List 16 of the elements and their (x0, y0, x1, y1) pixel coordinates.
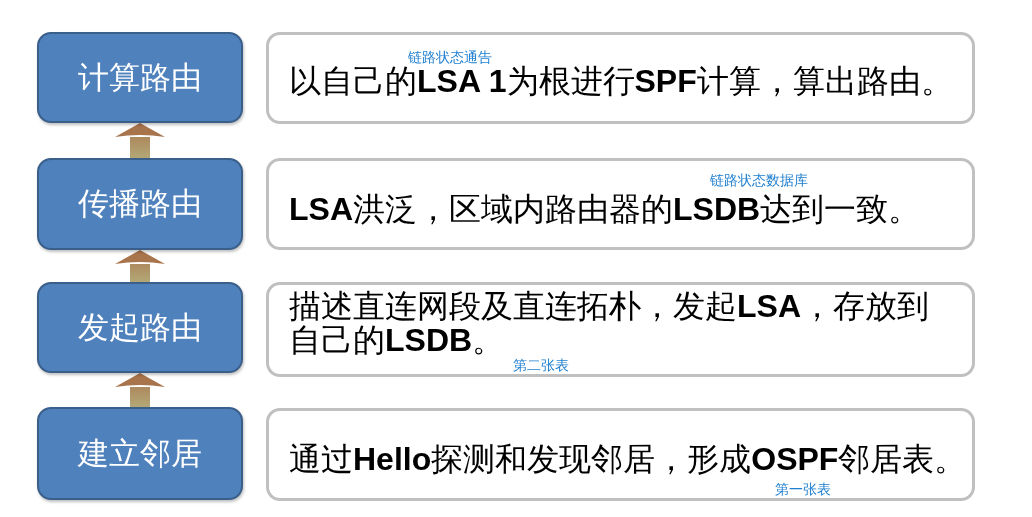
description-box (266, 282, 975, 377)
description-text: 描述直连网段及直连拓朴，发起LSA，存放到自己的LSDB。 (289, 289, 930, 357)
annotation-text: 第一张表 (775, 482, 831, 497)
step-box: 传播路由 (37, 158, 243, 250)
annotation-text: 第二张表 (513, 358, 569, 373)
description-box (266, 158, 975, 250)
step-box: 计算路由 (37, 32, 243, 123)
step-box: 发起路由 (37, 282, 243, 373)
description-text: LSA洪泛，区域内路由器的LSDB达到一致。 (289, 192, 921, 226)
description-text: 通过Hello探测和发现邻居，形成OSPF邻居表。 (289, 442, 967, 476)
annotation-text: 链路状态数据库 (710, 173, 808, 188)
step-box: 建立邻居 (37, 407, 243, 500)
annotation-text: 链路状态通告 (408, 50, 492, 65)
description-text: 以自己的LSA 1为根进行SPF计算，算出路由。 (289, 64, 953, 98)
description-box (266, 32, 975, 124)
description-box (266, 408, 975, 501)
